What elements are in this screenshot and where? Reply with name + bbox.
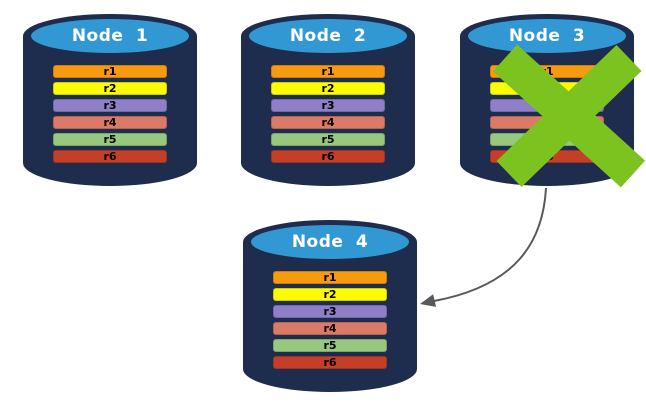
node-title: Node 2 <box>289 26 367 46</box>
row-r4: r4 <box>271 116 385 129</box>
row-r1: r1 <box>273 271 387 284</box>
row-r1: r1 <box>53 65 167 78</box>
arrowhead-icon <box>420 294 437 307</box>
node-title: Node 1 <box>71 26 149 46</box>
node-3: Node 3 r1 r2 r3 r4 r5 r6 <box>457 6 646 196</box>
row-r5: r5 <box>53 133 167 146</box>
row-r5: r5 <box>273 339 387 352</box>
row-r2: r2 <box>273 288 387 301</box>
node-2: Node 2 r1 r2 r3 r4 r5 r6 <box>238 6 418 196</box>
row-r4: r4 <box>53 116 167 129</box>
row-r1: r1 <box>271 65 385 78</box>
row-stack: r1 r2 r3 r4 r5 r6 <box>53 65 167 163</box>
row-stack: r1 r2 r3 r4 r5 r6 <box>273 271 387 369</box>
row-r3: r3 <box>271 99 385 112</box>
row-r6: r6 <box>273 356 387 369</box>
node-4: Node 4 r1 r2 r3 r4 r5 r6 <box>240 212 420 402</box>
row-stack: r1 r2 r3 r4 r5 r6 <box>271 65 385 163</box>
node-title: Node 3 <box>508 26 586 46</box>
node-1: Node 1 r1 r2 r3 r4 r5 r6 <box>20 6 200 196</box>
row-r2: r2 <box>271 82 385 95</box>
row-r3: r3 <box>53 99 167 112</box>
row-r3: r3 <box>273 305 387 318</box>
row-r5: r5 <box>271 133 385 146</box>
row-r2: r2 <box>53 82 167 95</box>
row-r4: r4 <box>273 322 387 335</box>
node-title: Node 4 <box>291 232 369 252</box>
row-r6: r6 <box>271 150 385 163</box>
row-r6: r6 <box>53 150 167 163</box>
failure-x-icon <box>492 44 646 188</box>
